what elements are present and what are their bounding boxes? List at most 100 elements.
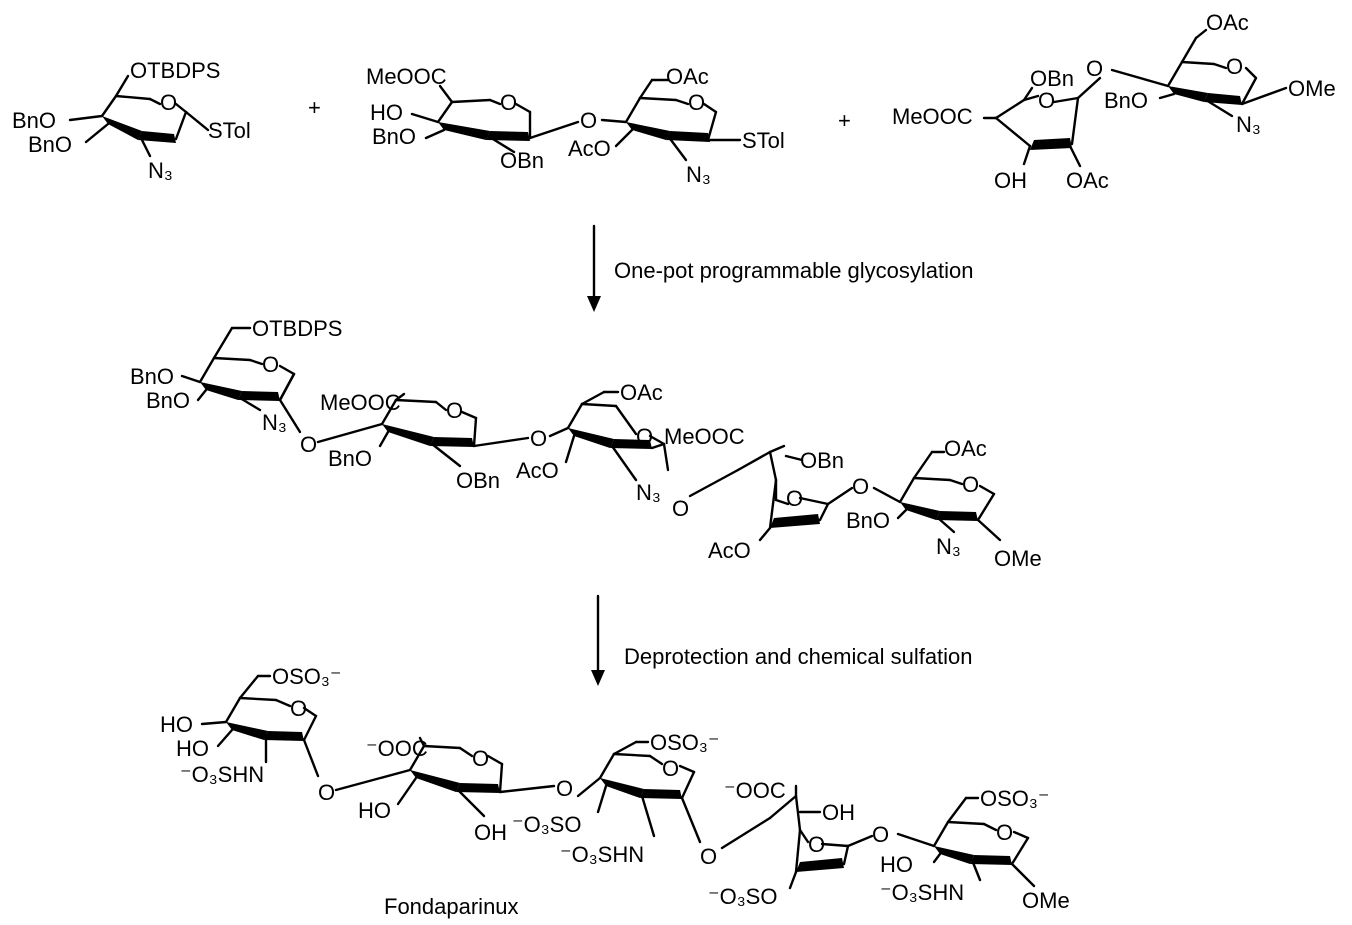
pyranose-ring [68, 74, 210, 158]
ring-unit-4 [768, 784, 874, 890]
hydroxyl-label: HO [370, 100, 403, 125]
glycosidic-oxygen-label: O [556, 776, 573, 801]
carboxylate-label: ⁻OOC [724, 778, 786, 803]
azide-label: N₃ [936, 534, 961, 559]
azide-label: N₃ [262, 410, 287, 435]
sulfate-label: ⁻O₃SO [708, 884, 777, 909]
building-block-3: OAc O O OMe OBn BnO N₃ MeOOC O OH OAc [892, 10, 1336, 193]
oac-label: OAc [1066, 168, 1109, 193]
stol-label: STol [742, 128, 785, 153]
oac-label: OAc [1206, 10, 1249, 35]
iduronate-ring [982, 76, 1102, 168]
aco-label: AcO [516, 458, 559, 483]
hydroxyl-label: HO [160, 712, 193, 737]
bno-label: BnO [846, 508, 890, 533]
ome-label: OMe [1022, 888, 1070, 913]
ring-oxygen-label: O [1038, 88, 1055, 113]
ring-unit-3 [548, 390, 740, 498]
glycosidic-oxygen-label: O [580, 108, 597, 133]
ring-oxygen-label: O [160, 90, 177, 115]
glycosidic-oxygen-label: O [852, 474, 869, 499]
plus-sign: + [838, 108, 851, 133]
product-name-label: Fondaparinux [384, 894, 519, 919]
ring-unit-5 [872, 450, 1002, 542]
step2-condition-label: Deprotection and chemical sulfation [624, 644, 973, 669]
ring-oxygen-label: O [786, 486, 803, 511]
methyl-ester-label: MeOOC [320, 390, 401, 415]
ring-oxygen-label: O [472, 746, 489, 771]
oac-label: OAc [620, 380, 663, 405]
bno-label: BnO [1104, 88, 1148, 113]
reaction-arrow-2 [591, 594, 605, 686]
bno-label: BnO [146, 388, 190, 413]
oso3-label: OSO₃⁻ [272, 664, 341, 689]
ring-oxygen-label: O [500, 90, 517, 115]
oac-label: OAc [944, 436, 987, 461]
hydroxyl-label: HO [358, 798, 391, 823]
protected-pentasaccharide: OTBDPS BnO BnO O N₃ O MeOOC O BnO OBn O … [130, 316, 1042, 571]
glycosidic-oxygen-label: O [300, 432, 317, 457]
azide-label: N₃ [148, 158, 173, 183]
hydroxyl-label: OH [822, 800, 855, 825]
ring-oxygen-label: O [662, 756, 679, 781]
ring-oxygen-label: O [808, 832, 825, 857]
glycosidic-oxygen-label: O [318, 780, 335, 805]
bno-label: BnO [130, 364, 174, 389]
azide-label: N₃ [1236, 112, 1261, 137]
ome-label: OMe [994, 546, 1042, 571]
hydroxyl-label: HO [176, 736, 209, 761]
glycosidic-bond [316, 422, 384, 444]
ring-oxygen-label: O [636, 424, 653, 449]
bno-label: BnO [372, 124, 416, 149]
sulfamate-label: ⁻O₃SHN [180, 762, 264, 787]
glycosidic-oxygen-label: O [1086, 56, 1103, 81]
bno-label: BnO [28, 132, 72, 157]
aco-label: AcO [708, 538, 751, 563]
methyl-ester-label: MeOOC [366, 64, 447, 89]
methyl-ester-label: MeOOC [892, 104, 973, 129]
carboxylate-label: ⁻OOC [366, 736, 428, 761]
fondaparinux-structure: OSO₃⁻ HO HO O ⁻O₃SHN O ⁻OOC O HO OH O OS… [160, 664, 1070, 913]
hydroxyl-label: OH [994, 168, 1027, 193]
hydroxyl-label: OH [474, 820, 507, 845]
glycosidic-oxygen-label: O [672, 496, 689, 521]
azide-label: N₃ [636, 480, 661, 505]
obn-label: OBn [500, 148, 544, 173]
ring-unit-2 [378, 392, 530, 468]
oso3-label: OSO₃⁻ [980, 786, 1049, 811]
plus-sign: + [308, 95, 321, 120]
stol-label: STol [208, 118, 251, 143]
otbdps-label: OTBDPS [130, 58, 220, 83]
obn-label: OBn [800, 448, 844, 473]
azide-label: N₃ [686, 162, 711, 187]
glucosamine-ring [1110, 28, 1288, 118]
obn-label: OBn [1030, 66, 1074, 91]
sulfamate-label: ⁻O₃SHN [560, 842, 644, 867]
aco-label: AcO [568, 136, 611, 161]
ring-unit-3 [576, 740, 772, 850]
ring-oxygen-label: O [688, 90, 705, 115]
glucosamine-ring [600, 78, 742, 162]
ring-oxygen-label: O [996, 820, 1013, 845]
glycosidic-bond [334, 768, 412, 792]
sulfate-label: ⁻O₃SO [512, 812, 581, 837]
building-block-1: OTBDPS BnO BnO O STol N₃ [12, 58, 251, 183]
ring-oxygen-label: O [962, 472, 979, 497]
bno-label: BnO [328, 446, 372, 471]
glycosidic-oxygen-label: O [872, 822, 889, 847]
glucuronate-ring [410, 84, 580, 154]
glycosidic-oxygen-label: O [700, 844, 717, 869]
sulfamate-label: ⁻O₃SHN [880, 880, 964, 905]
ring-oxygen-label: O [1226, 54, 1243, 79]
hydroxyl-label: HO [880, 852, 913, 877]
obn-label: OBn [456, 468, 500, 493]
ring-oxygen-label: O [446, 398, 463, 423]
step1-condition-label: One-pot programmable glycosylation [614, 258, 974, 283]
ring-unit-1 [180, 326, 302, 434]
ring-unit-5 [896, 796, 1036, 888]
methyl-ester-label: MeOOC [664, 424, 745, 449]
ring-unit-4 [736, 444, 854, 542]
reaction-arrow-1 [587, 224, 601, 312]
oac-label: OAc [666, 64, 709, 89]
